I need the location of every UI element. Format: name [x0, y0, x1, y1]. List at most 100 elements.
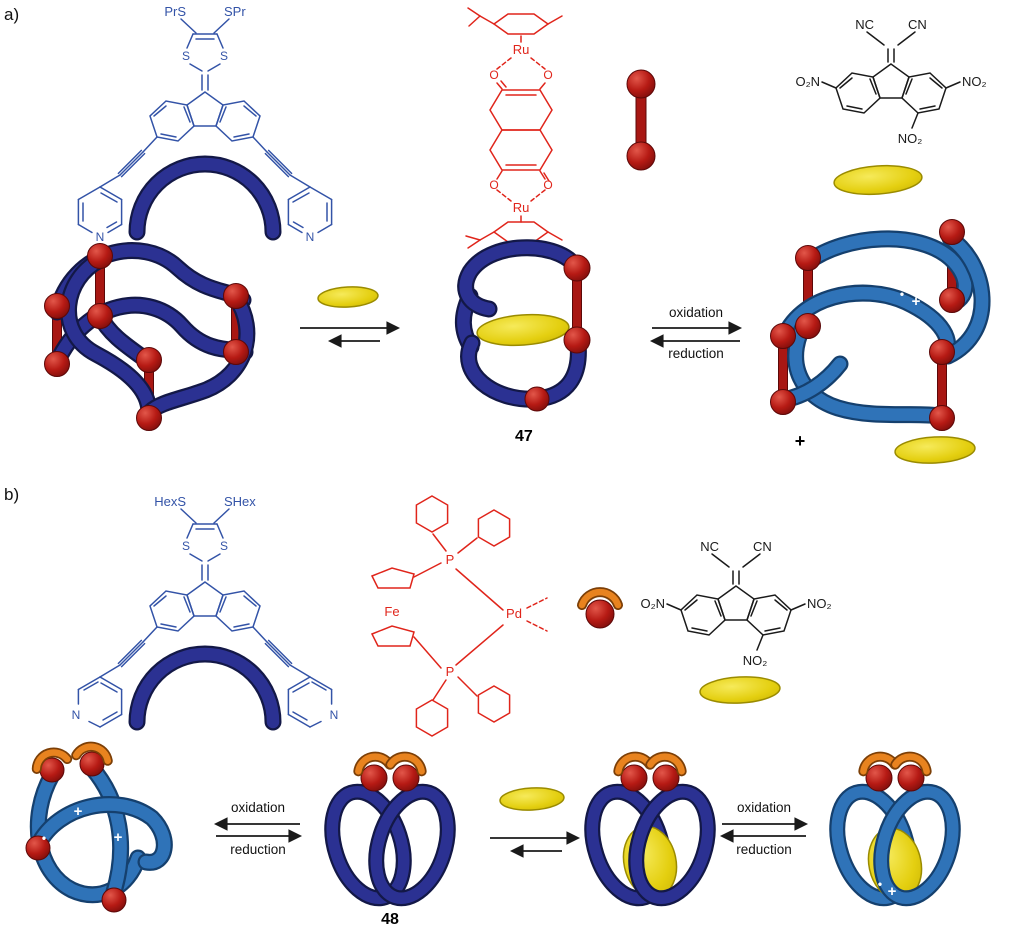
pd-label: Pd — [506, 606, 522, 621]
bonds — [77, 18, 333, 234]
red-ball — [770, 389, 796, 415]
red-ball — [87, 243, 113, 269]
red-ball — [136, 405, 162, 431]
radical-dot-mark: • — [842, 333, 846, 347]
red-ball — [44, 351, 70, 377]
orange-cap — [71, 741, 113, 766]
panel-b-label: b) — [4, 485, 19, 504]
radical-plus-mark: + — [114, 829, 123, 846]
complex-48-guest — [584, 751, 716, 907]
orange-cap — [890, 751, 932, 777]
red-dumbbell-legend — [626, 69, 656, 171]
bound-guest-ellipse — [476, 313, 570, 347]
pyridine-n-label: N — [306, 230, 315, 244]
pd-complex-b: Fe P P Pd — [370, 495, 548, 737]
complex-47: 47 — [454, 239, 591, 445]
pyridine-n-label: N — [72, 708, 81, 722]
oxygen-label: O — [489, 68, 498, 82]
radical-plus-mark: + — [888, 883, 897, 900]
red-ball — [524, 386, 550, 412]
orange-cap — [578, 588, 622, 609]
bonds — [370, 495, 548, 737]
yellow-guest-legend-a — [833, 164, 923, 196]
oxidation-label: oxidation — [737, 800, 791, 815]
redox-arrows-b-left: oxidation reduction — [213, 800, 303, 857]
radical-dot-mark: • — [846, 819, 850, 833]
red-ball — [897, 764, 925, 792]
radical-plus-mark: + — [914, 381, 923, 398]
red-ball — [620, 764, 648, 792]
bonds — [821, 31, 961, 129]
nitro-label-right: NO₂ — [807, 596, 832, 611]
red-ball — [865, 764, 893, 792]
reduction-label: reduction — [668, 346, 724, 361]
reduction-label: reduction — [230, 842, 286, 857]
red-ball — [795, 245, 821, 271]
red-ball — [25, 835, 51, 861]
nitro-label-bottom: NO₂ — [743, 653, 768, 668]
equilibrium-b — [490, 787, 581, 858]
oxygen-label: O — [543, 178, 552, 192]
plus-sign-a: + — [795, 431, 806, 451]
radical-dot-mark: • — [836, 257, 840, 271]
pyridine-n-label: N — [96, 230, 105, 244]
thioether-label-right: SHex — [224, 494, 256, 509]
helicate-neutral-a — [44, 242, 256, 431]
bonds — [77, 508, 333, 728]
nitrile-label-left: NC — [855, 17, 874, 32]
radical-dot-mark: • — [84, 857, 88, 871]
red-ball — [223, 339, 249, 365]
panel-a: a) — [4, 4, 991, 464]
radical-dot-mark: • — [64, 797, 68, 811]
macrocycle-loop — [630, 785, 714, 905]
helicate-strands — [460, 334, 587, 408]
red-ball — [929, 339, 955, 365]
red-ball — [939, 287, 965, 313]
yellow-guest-ellipse — [317, 286, 379, 308]
red-ball — [626, 69, 656, 99]
red-ball — [652, 764, 680, 792]
ru-label-top: Ru — [513, 42, 530, 57]
helicate-oxidized-a: + + + + • • • • — [770, 219, 991, 431]
ru-complex-a: Ru Ru O O O O — [465, 7, 563, 249]
radical-dot-mark: • — [42, 831, 46, 845]
guest-structure-a: NC CN O₂N NO₂ NO₂ — [795, 17, 986, 146]
macrocycle-loop — [370, 785, 454, 905]
compound-48-label: 48 — [381, 911, 399, 928]
yellow-guest-ellipse — [499, 787, 565, 811]
complex-48: 48 — [324, 751, 456, 928]
oxidation-label: oxidation — [231, 800, 285, 815]
red-ball — [929, 405, 955, 431]
panel-b: b) — [4, 485, 961, 928]
orange-cap — [385, 751, 427, 777]
redox-arrows-b-right: oxidation reduction — [719, 800, 809, 857]
thioether-label-left: HexS — [154, 494, 186, 509]
yellow-guest-legend-b — [699, 676, 781, 704]
ligand-cartoon-arc-b — [128, 645, 282, 731]
bonds — [666, 553, 806, 651]
nitrile-label-right: CN — [753, 539, 772, 554]
radical-dot-mark: • — [878, 877, 882, 891]
orange-cap — [645, 751, 687, 777]
radical-plus-mark: + — [52, 837, 61, 854]
strands-oxidized — [29, 759, 173, 907]
red-ball — [136, 347, 162, 373]
red-ball — [360, 764, 388, 792]
red-ball — [101, 887, 127, 913]
orange-cap — [858, 751, 900, 777]
fe-label: Fe — [384, 604, 399, 619]
thioether-label-left: PrS — [164, 4, 186, 19]
orange-cap — [613, 751, 655, 777]
red-ball — [563, 254, 591, 282]
p-label-bottom: P — [446, 664, 455, 679]
pyridine-n-label: N — [330, 708, 339, 722]
radical-dot-mark: • — [902, 375, 906, 389]
ru-label-bottom: Ru — [513, 200, 530, 215]
sulfur-label: S — [220, 539, 228, 553]
redox-arrows-a: oxidation reduction — [649, 305, 743, 361]
helicate-strands-oxidized — [774, 229, 991, 425]
ligand-structure-b: HexS SHex S S N N — [72, 494, 339, 731]
panel-a-label: a) — [4, 5, 19, 24]
